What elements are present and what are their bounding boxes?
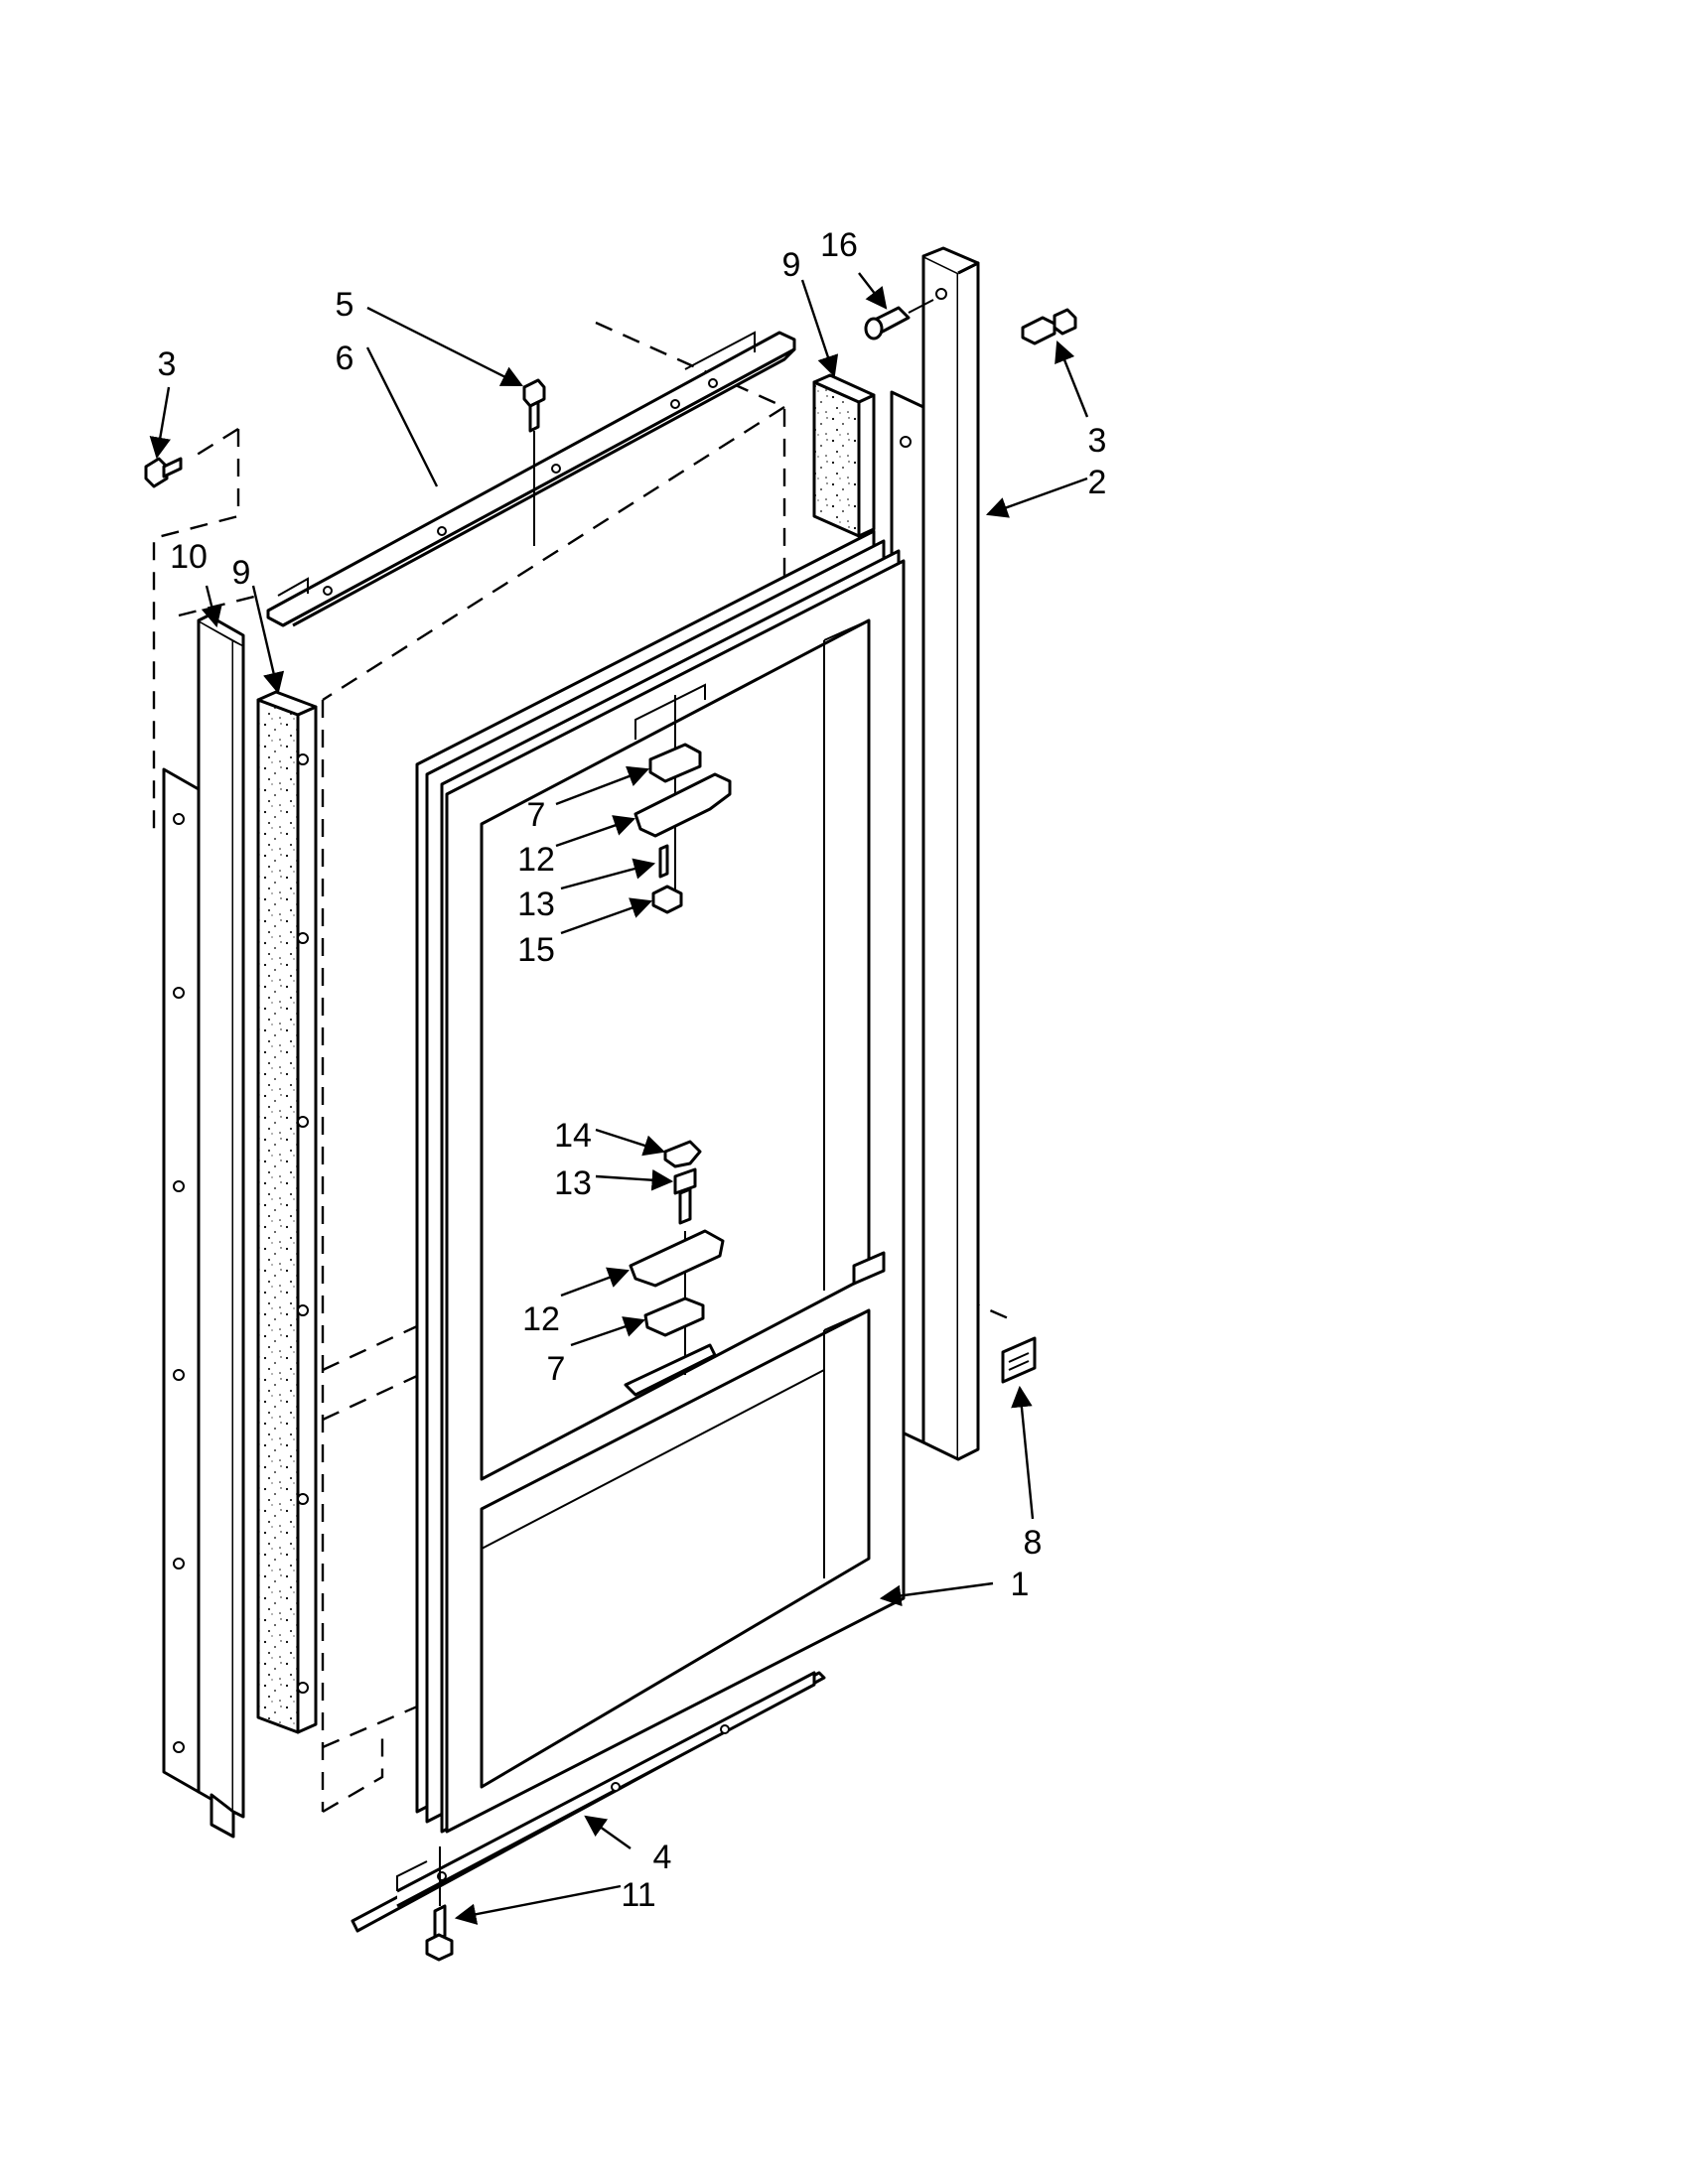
callout-9-left: 9 [232,554,251,592]
right-foam-strip [812,373,876,538]
leader-lines [149,272,1089,1925]
callout-labels: 3 5 6 10 9 9 16 3 2 7 12 13 15 14 13 12 … [158,226,1107,1914]
callout-12-upper: 12 [517,841,555,879]
callout-14: 14 [554,1117,592,1155]
screw-5 [522,378,546,546]
screw-11 [425,1846,454,1962]
bottom-trim [351,1671,826,1933]
left-channel [162,614,245,1839]
plug-part [1001,1336,1037,1384]
callout-9-right: 9 [782,246,801,284]
callout-10: 10 [170,538,208,576]
callout-1: 1 [1011,1566,1030,1603]
callout-6: 6 [336,340,354,377]
callout-11: 11 [621,1876,655,1914]
callout-2: 2 [1088,464,1107,501]
callout-13-lower: 13 [554,1164,592,1202]
lower-hinge-assembly [624,1140,725,1397]
callout-5: 5 [336,286,354,324]
callout-7-upper: 7 [527,796,546,834]
pin-16 [864,299,934,341]
callout-7-lower: 7 [547,1350,566,1388]
left-foam-strip [256,690,318,1734]
callout-12-lower: 12 [522,1300,560,1338]
callout-3-right: 3 [1088,422,1107,460]
top-trim [266,331,796,627]
door-frame [415,529,906,1834]
callout-4: 4 [653,1839,672,1876]
callout-8: 8 [1024,1524,1043,1562]
screw-3-right [1021,308,1077,345]
callout-15: 15 [517,931,555,969]
callout-13-upper: 13 [517,886,555,923]
screw-3-left [144,457,183,488]
callout-3-left: 3 [158,345,177,383]
upper-hinge-assembly [633,695,732,914]
callout-16: 16 [820,226,858,264]
